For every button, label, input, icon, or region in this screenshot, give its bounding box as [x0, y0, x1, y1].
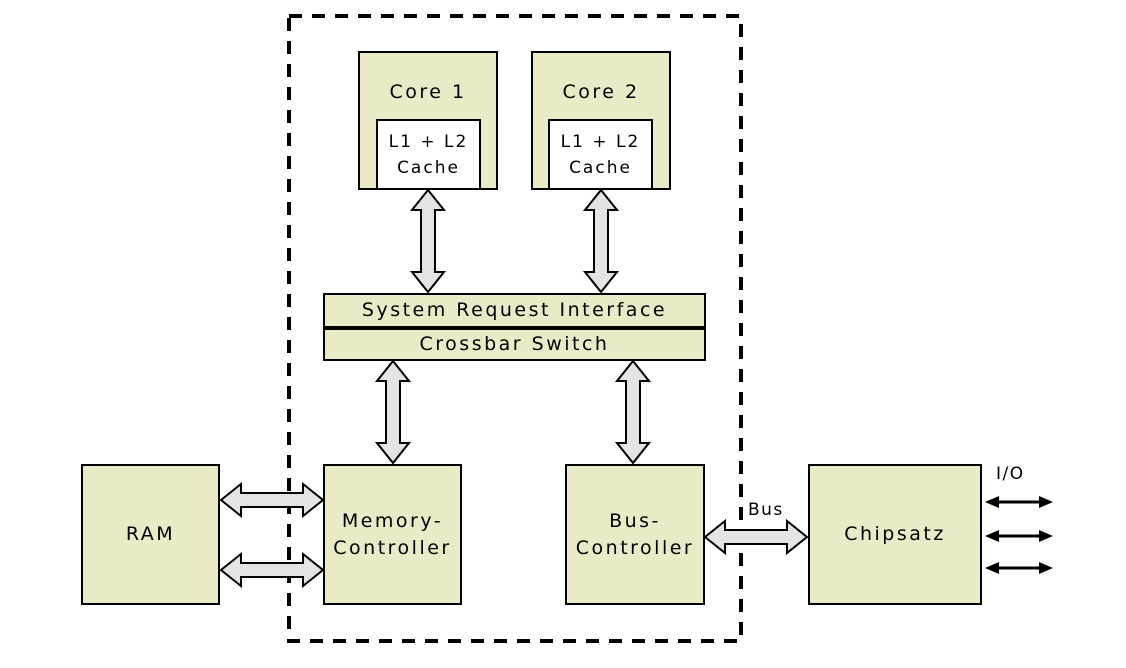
core1-cache-line2: Cache: [397, 157, 460, 178]
system-request-interface-bar: System Request Interface: [323, 293, 706, 328]
memory-controller-box: Memory- Controller: [323, 464, 462, 605]
chipsatz-label: Chipsatz: [844, 523, 946, 545]
crossbar-switch-bar: Crossbar Switch: [323, 328, 706, 361]
core2-cache-line2: Cache: [569, 157, 632, 178]
core1-label: Core 1: [389, 81, 467, 103]
crossbar-buscontroller-double-arrow: [615, 360, 651, 464]
memory-controller-line2: Controller: [333, 536, 452, 559]
ram-memorycontroller-double-arrow-top: [220, 482, 324, 518]
core2-label: Core 2: [562, 81, 640, 103]
cache2-sri-double-arrow: [583, 189, 619, 293]
io-arrow-1: [985, 496, 1053, 508]
buscontroller-chipsatz-double-arrow: [704, 519, 808, 555]
bus-controller-line1: Bus-: [609, 509, 661, 532]
bus-label: Bus: [748, 500, 784, 520]
io-arrow-2: [985, 530, 1053, 542]
memory-controller-line1: Memory-: [341, 509, 444, 532]
core1-cache-box: L1 + L2 Cache: [376, 119, 481, 190]
ram-memorycontroller-double-arrow-bottom: [220, 552, 324, 588]
core2-cache-box: L1 + L2 Cache: [548, 119, 653, 190]
io-arrow-3: [985, 562, 1053, 574]
bus-controller-line2: Controller: [575, 536, 695, 559]
io-label: I/O: [996, 464, 1025, 484]
sri-label: System Request Interface: [361, 299, 668, 321]
core2-cache-line1: L1 + L2: [560, 131, 641, 152]
crossbar-label: Crossbar Switch: [419, 333, 610, 355]
chipsatz-box: Chipsatz: [808, 464, 982, 605]
ram-box: RAM: [81, 464, 220, 605]
core1-cache-line1: L1 + L2: [388, 131, 469, 152]
cpu-die-dashed-boundary: [287, 14, 743, 643]
cache1-sri-double-arrow: [410, 189, 446, 293]
ram-label: RAM: [125, 523, 176, 545]
crossbar-memorycontroller-double-arrow: [375, 360, 411, 464]
bus-controller-box: Bus- Controller: [565, 464, 705, 605]
